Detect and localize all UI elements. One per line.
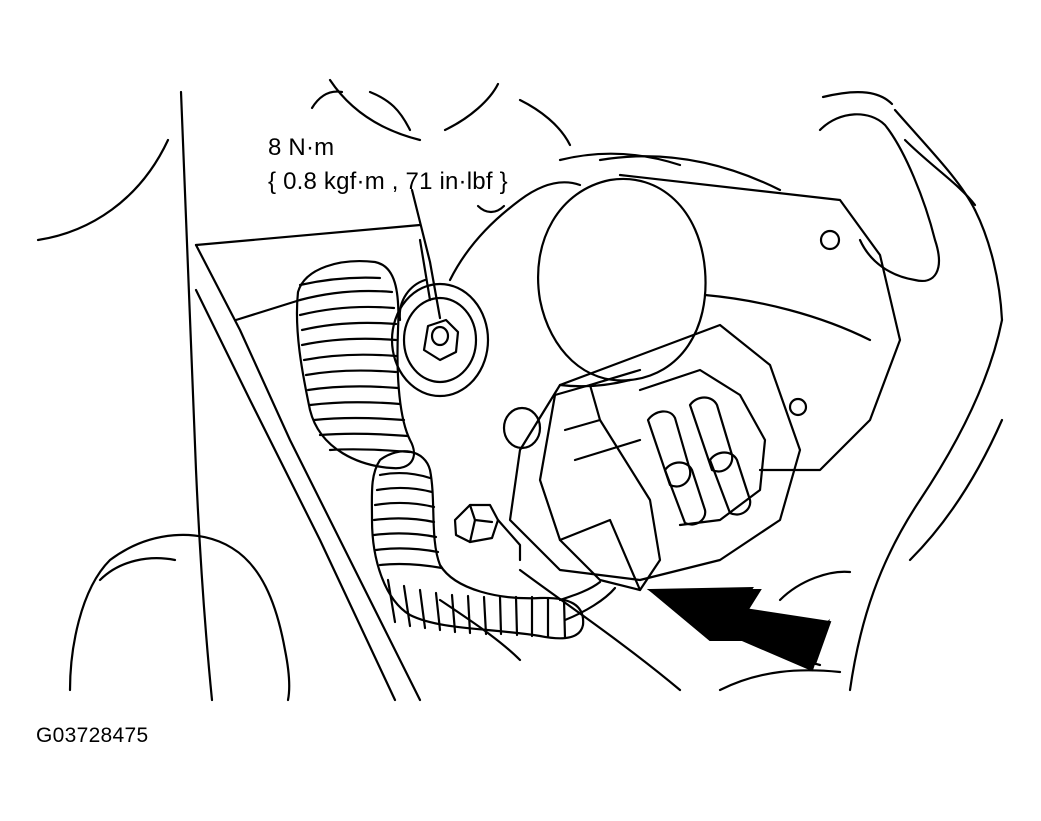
lower-wire-harness: [370, 450, 617, 640]
mounting-bolt: [390, 238, 490, 398]
cylinder-boss: [448, 173, 902, 472]
label-bracket: [476, 204, 506, 214]
sensor-housing: [502, 323, 802, 582]
engine-housing-outline: [36, 78, 1004, 702]
torque-specification: 8 N·m { 0.8 kgf·m , 71 in·lbf }: [268, 131, 508, 199]
upper-wire-harness: [295, 260, 416, 470]
pointer-arrow: [646, 586, 832, 672]
electrical-connector: [538, 368, 662, 592]
lower-nut: [453, 503, 522, 562]
torque-leader-line: [410, 188, 442, 320]
torque-alternates: { 0.8 kgf·m , 71 in·lbf }: [268, 168, 508, 195]
torque-value: 8 N·m: [268, 134, 335, 161]
figure-code: G03728475: [36, 724, 149, 747]
